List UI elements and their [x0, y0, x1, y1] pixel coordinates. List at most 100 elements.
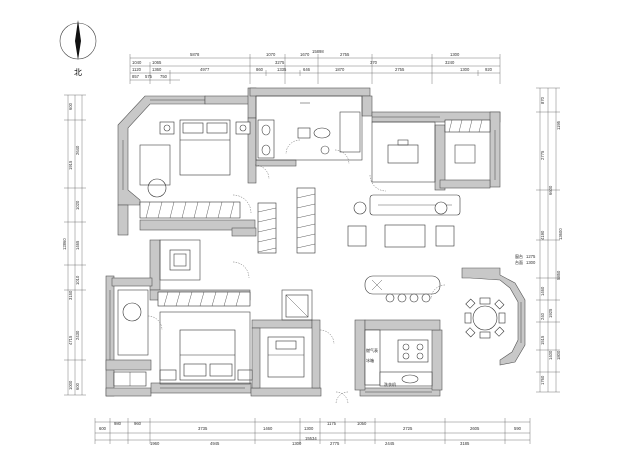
dim-right-11: 1760: [540, 375, 545, 385]
desk: [387, 144, 419, 164]
windows: [109, 99, 522, 393]
dim-bottom-1-1: 980: [114, 421, 122, 426]
dim-right-5: 5850: [556, 270, 561, 280]
armchair-left: [347, 225, 367, 247]
armchair: [147, 178, 167, 198]
dim-bottom-1-4: 1460: [263, 426, 273, 431]
dim-left-10: 1000: [68, 380, 73, 390]
dim-bottom-1-7: 1050: [357, 421, 367, 426]
dim-left-7: 4715: [68, 335, 73, 345]
dim-top-3-6: 1870: [335, 67, 345, 72]
bay-note-1: 窗台: [515, 253, 523, 259]
dim-left-3: 1020: [75, 200, 80, 210]
dim-top-4-1: 575: [145, 74, 153, 79]
compass-label: 北: [74, 68, 82, 77]
dim-top-3-9: 920: [485, 67, 493, 72]
dim-bottom-1-0: 600: [99, 426, 107, 431]
wardrobes: [139, 119, 491, 307]
dim-top-2-3: 370: [370, 60, 378, 65]
living-room: [347, 194, 461, 303]
kitchen-counter-left: [364, 329, 381, 386]
round-table: [122, 302, 142, 322]
vanity: [257, 119, 275, 159]
dim-top-1-2: 1670: [300, 52, 310, 57]
dim-left-total: 12860: [62, 238, 67, 250]
side-cabinet: [169, 249, 191, 271]
sink-icon: [261, 124, 271, 136]
dim-right-total: 13600: [558, 228, 563, 240]
dim-left-4: 1465: [75, 240, 80, 250]
dimension-lines: [64, 54, 560, 444]
dining-table: [472, 305, 498, 331]
kids-room: [267, 336, 305, 378]
dim-top-2-0: 1040: [132, 60, 142, 65]
kitchen-counter-bottom: [379, 371, 433, 387]
dim-top-2-4: 3240: [445, 60, 455, 65]
dim-right-1: 2775: [540, 150, 545, 160]
dim-bottom-1-3: 3735: [198, 426, 208, 431]
dim-top-1-1: 1070: [266, 52, 276, 57]
study: [371, 121, 476, 183]
dim-bottom-1-10: 590: [514, 426, 522, 431]
dim-top-1-0: 5878: [190, 52, 200, 57]
dim-top-1-4: 1300: [450, 52, 460, 57]
dim-bottom-1-5: 1300: [304, 426, 314, 431]
kitchen: 燃气表 冰箱 洗衣机: [364, 329, 433, 387]
nightstand: [159, 121, 175, 135]
kitchen-label-2: 冰箱: [366, 357, 374, 363]
dim-left-2: 1915: [68, 160, 73, 170]
dim-bottom-1-2: 960: [134, 421, 142, 426]
dim-bottom-1-6: 1175: [327, 421, 337, 426]
shower: [339, 111, 361, 153]
storage-room: [281, 289, 313, 321]
left-dimensions: 600 2640 1915 1020 1465 3150 1010 4715 2…: [62, 102, 80, 390]
north-compass: 北: [59, 20, 97, 77]
right-tag-0: 1275: [526, 254, 536, 259]
dim-right-2: 6600: [548, 185, 553, 195]
dim-top-2-2: 3275: [275, 60, 285, 65]
dim-top-3-5: 646: [303, 67, 311, 72]
second-bedroom: [159, 239, 201, 281]
right-tag-1: 1300: [526, 260, 536, 265]
dim-bottom-2-3: 2775: [330, 441, 340, 446]
bay-note-2: 台面: [515, 259, 523, 265]
side-table: [353, 201, 367, 215]
dim-bottom-2-5: 3185: [460, 441, 470, 446]
master-bedroom: [139, 119, 251, 198]
dim-top-3-2: 4977: [200, 67, 210, 72]
right-dimensions: 870 2775 6600 1195 4190 5850 1460 1925 2…: [515, 96, 563, 385]
guest-bedroom: [159, 311, 253, 385]
dim-left-8: 2430: [75, 330, 80, 340]
dim-top-3-4: 1335: [277, 67, 287, 72]
dim-right-9: 1515: [540, 335, 545, 345]
dim-top-1-3: 2755: [340, 52, 350, 57]
dim-left-0: 600: [68, 102, 73, 110]
coffee-table: [384, 224, 426, 248]
dim-right-0: 870: [540, 96, 545, 104]
dim-bottom-1-8: 2725: [403, 426, 413, 431]
dim-top-3-8: 1300: [460, 67, 470, 72]
dim-top-3-0: 1120: [132, 67, 142, 72]
dim-left-9: 600: [75, 382, 80, 390]
dim-left-6: 1010: [75, 275, 80, 285]
dim-top-2-1: 1065: [152, 60, 162, 65]
bottom-dimensions: 600 980 960 3735 1460 1300 1175 1050 272…: [99, 421, 522, 446]
lamp-icon: [163, 124, 171, 132]
door-swings: [147, 139, 446, 405]
stove: [397, 339, 429, 363]
dim-right-4: 4190: [540, 230, 545, 240]
dim-bottom-1-9: 2605: [470, 426, 480, 431]
dim-right-8: 240: [540, 312, 545, 320]
dim-bottom-2-2: 1300: [292, 441, 302, 446]
toilet-icon: [313, 127, 331, 139]
small-room: [113, 289, 149, 387]
bathroom: [255, 95, 363, 161]
dim-left-1: 2640: [75, 145, 80, 155]
dim-top-4-0: 857: [132, 74, 140, 79]
dim-top-3-1: 1360: [152, 67, 162, 72]
dim-bottom-2-4: 2445: [385, 441, 395, 446]
dim-top-3-7: 2755: [395, 67, 405, 72]
kitchen-sink-icon: [401, 374, 419, 384]
dim-right-3: 1195: [556, 120, 561, 130]
